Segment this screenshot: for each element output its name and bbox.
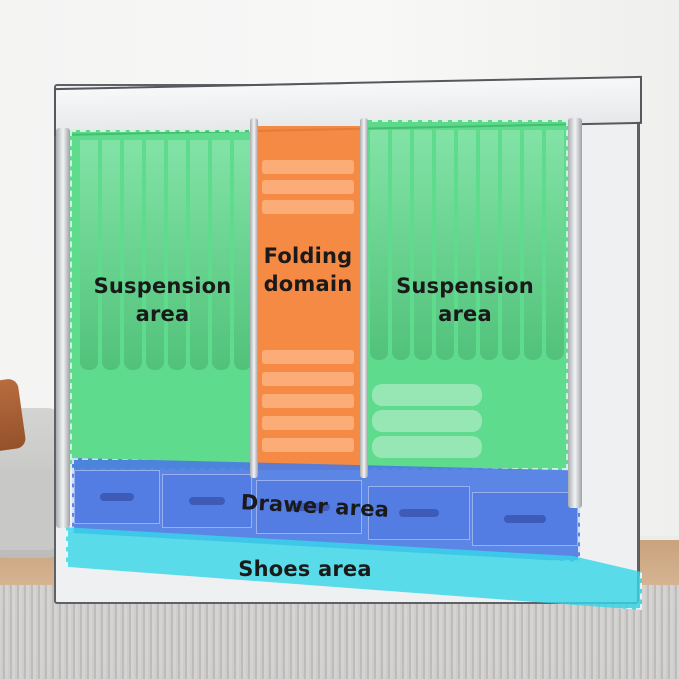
drawer-handle bbox=[288, 502, 330, 511]
folded-stack bbox=[262, 180, 354, 194]
folded-stack bbox=[262, 350, 354, 364]
frame-pole-center-right bbox=[360, 118, 368, 478]
folded-blanket bbox=[372, 410, 482, 432]
folded-stack bbox=[262, 394, 354, 408]
hanging-clothes-right bbox=[370, 130, 564, 360]
drawer-handle bbox=[399, 508, 439, 517]
folded-stack bbox=[262, 200, 354, 214]
drawer-handle bbox=[504, 514, 546, 523]
folded-stack bbox=[262, 416, 354, 430]
drawer[interactable] bbox=[256, 480, 362, 534]
folded-blanket bbox=[372, 436, 482, 458]
sofa-seat bbox=[0, 470, 58, 550]
drawer[interactable] bbox=[368, 486, 470, 540]
folded-stack bbox=[262, 372, 354, 386]
drawer[interactable] bbox=[74, 470, 160, 524]
shoes-area-label: Shoes area bbox=[238, 557, 372, 581]
folded-blanket bbox=[372, 384, 482, 406]
suspension-area-right bbox=[362, 120, 568, 470]
drawer-handle bbox=[189, 496, 225, 505]
suspension-area-left-label: Suspension area bbox=[93, 274, 232, 326]
drawer[interactable] bbox=[472, 492, 578, 546]
drawer-handle bbox=[100, 492, 134, 501]
folding-domain-label: Folding domain bbox=[263, 244, 353, 296]
frame-pole-center-left bbox=[250, 118, 258, 478]
folded-stack bbox=[262, 160, 354, 174]
frame-pole-right bbox=[568, 118, 582, 508]
drawer[interactable] bbox=[162, 474, 252, 528]
frame-pole-left bbox=[56, 128, 70, 528]
hanging-clothes-left bbox=[80, 140, 252, 370]
folded-stack bbox=[262, 438, 354, 452]
suspension-area-right-label: Suspension area bbox=[396, 274, 534, 326]
